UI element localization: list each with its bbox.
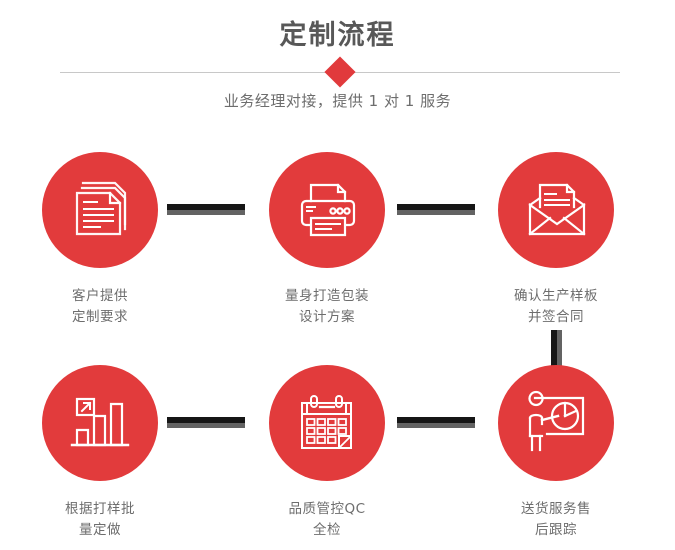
connector-gray-band	[167, 210, 245, 215]
connector-step1-step2	[167, 204, 245, 215]
connector-gray-band	[397, 210, 475, 215]
flow-step-6[interactable]: 送货服务售 后跟踪	[466, 365, 646, 541]
flow-step-2-label-line1: 量身打造包装	[285, 288, 369, 304]
connector-dark-band	[167, 204, 245, 210]
flow-step-2-label-line2: 设计方案	[299, 309, 355, 325]
flow-step-4-circle[interactable]	[42, 365, 158, 481]
flow-step-3-label: 确认生产样板 并签合同	[466, 286, 646, 328]
page-title: 定制流程	[279, 20, 396, 51]
flow-step-3-label-line1: 确认生产样板	[514, 288, 598, 304]
flow-step-6-circle[interactable]	[498, 365, 614, 481]
connector-gray-band	[167, 423, 245, 428]
bar-chart-growth-icon	[67, 390, 133, 456]
flow-step-6-label-line2: 后跟踪	[535, 522, 577, 538]
diamond-accent-icon	[324, 56, 356, 88]
flow-step-1-label-line1: 客户提供	[72, 288, 128, 304]
flow-step-3[interactable]: 确认生产样板 并签合同	[466, 152, 646, 328]
flow-step-4-label: 根据打样批 量定做	[10, 499, 190, 541]
flow-step-2[interactable]: 量身打造包装 设计方案	[237, 152, 417, 328]
flow-step-5-label: 品质管控QC 全检	[237, 499, 417, 541]
connector-gray-band	[397, 423, 475, 428]
flow-step-5-label-line1: 品质管控QC	[288, 501, 366, 517]
connector-step3-step6	[551, 330, 562, 372]
flow-step-6-label-line1: 送货服务售	[521, 501, 591, 517]
header-section: 定制流程 业务经理对接，提供 1 对 1 服务	[0, 0, 675, 130]
flow-step-5-circle[interactable]	[269, 365, 385, 481]
calendar-icon	[294, 390, 360, 456]
flow-step-4[interactable]: 根据打样批 量定做	[10, 365, 190, 541]
flow-step-4-label-line1: 根据打样批	[65, 501, 135, 517]
printer-icon	[294, 177, 360, 243]
flow-step-1-label: 客户提供 定制要求	[10, 286, 190, 328]
flow-step-5-label-line2: 全检	[313, 522, 341, 538]
connector-dark-band	[167, 417, 245, 423]
presenter-pie-chart-icon	[523, 390, 589, 456]
envelope-document-icon	[523, 177, 589, 243]
header-subtitle: 业务经理对接，提供 1 对 1 服务	[223, 92, 452, 110]
flow-step-3-label-line2: 并签合同	[528, 309, 584, 325]
flow-step-3-circle[interactable]	[498, 152, 614, 268]
documents-stack-icon	[67, 177, 133, 243]
connector-step2-step3	[397, 204, 475, 215]
connector-dark-band	[397, 417, 475, 423]
flow-step-1-circle[interactable]	[42, 152, 158, 268]
connector-dark-band	[397, 204, 475, 210]
flow-step-2-circle[interactable]	[269, 152, 385, 268]
flow-step-1[interactable]: 客户提供 定制要求	[10, 152, 190, 328]
flow-step-6-label: 送货服务售 后跟踪	[466, 499, 646, 541]
connector-gray-band	[557, 330, 562, 372]
connector-dark-band	[551, 330, 557, 372]
flow-step-1-label-line2: 定制要求	[72, 309, 128, 325]
connector-step4-step5	[167, 417, 245, 428]
flow-step-2-label: 量身打造包装 设计方案	[237, 286, 417, 328]
connector-step5-step6	[397, 417, 475, 428]
process-flow-diagram: 客户提供 定制要求	[0, 130, 675, 550]
flow-step-4-label-line2: 量定做	[79, 522, 121, 538]
flow-step-5[interactable]: 品质管控QC 全检	[237, 365, 417, 541]
